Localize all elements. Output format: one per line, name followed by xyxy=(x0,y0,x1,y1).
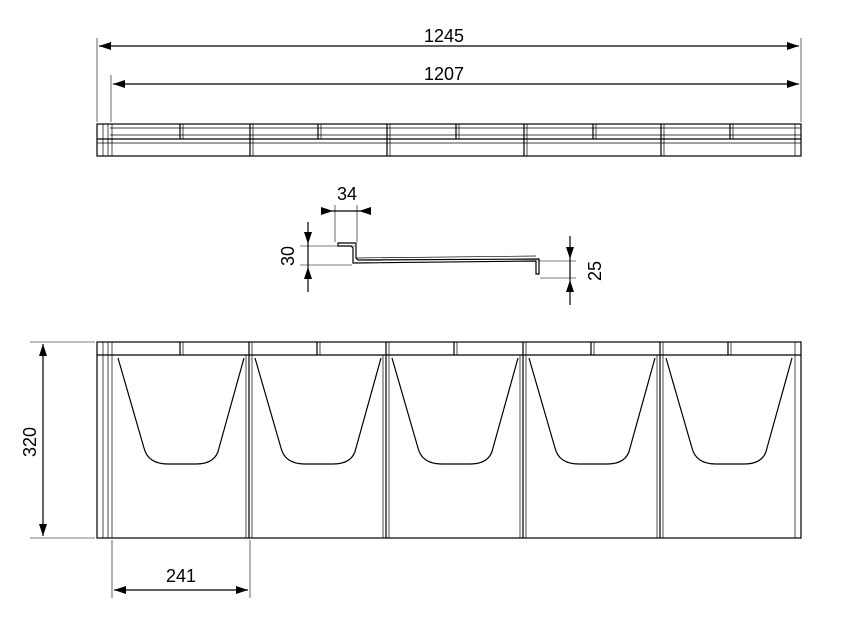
top-view xyxy=(96,123,802,157)
overall-length-label: 1245 xyxy=(424,26,464,46)
dimension-effective-length: 1207 xyxy=(110,64,799,122)
top-seam xyxy=(729,124,734,139)
top-view-outline xyxy=(96,123,802,157)
tile xyxy=(656,342,793,538)
right-height-label: 25 xyxy=(585,261,605,281)
dimension-right-height: 25 xyxy=(538,236,605,305)
top-view-seams xyxy=(179,124,734,156)
tile-height-label: 320 xyxy=(20,427,40,457)
tile xyxy=(117,342,245,465)
front-view xyxy=(96,341,802,539)
side-profile xyxy=(337,242,540,275)
top-seam xyxy=(179,124,184,139)
top-seam xyxy=(386,124,391,156)
tile xyxy=(382,342,519,538)
profile-outline xyxy=(337,242,540,275)
top-seam xyxy=(660,124,665,156)
dimension-module-width: 241 xyxy=(111,540,251,598)
top-seam xyxy=(592,124,597,139)
effective-length-label: 1207 xyxy=(424,64,464,84)
top-seam xyxy=(523,124,528,156)
tile xyxy=(519,342,656,538)
top-seam xyxy=(249,124,254,156)
dimension-tile-height: 320 xyxy=(20,341,95,539)
dimension-step-width: 34 xyxy=(321,184,371,242)
tile xyxy=(245,342,382,538)
left-height-label: 30 xyxy=(278,246,298,266)
step-width-label: 34 xyxy=(337,184,357,204)
module-width-label: 241 xyxy=(166,566,196,586)
top-seam xyxy=(317,124,322,139)
dimension-overall-length: 1245 xyxy=(96,26,802,122)
dimension-left-height: 30 xyxy=(278,222,355,292)
front-view-tiles xyxy=(117,342,793,538)
top-seam xyxy=(455,124,460,139)
front-view-outline xyxy=(96,341,802,539)
